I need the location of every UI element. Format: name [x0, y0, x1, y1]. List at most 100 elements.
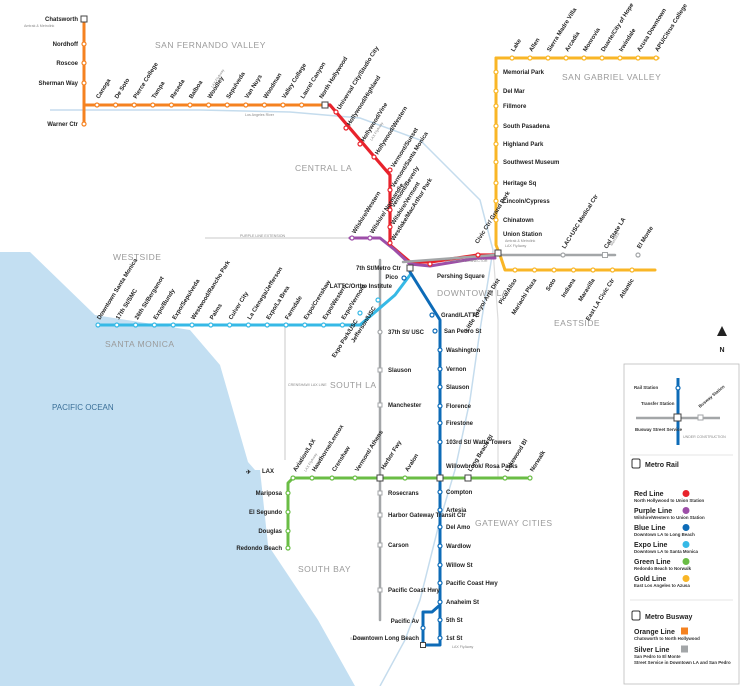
station-label-blue: Willowbrook/ Rosa Parks: [446, 464, 518, 470]
station-label-gold: Heritage Sq: [503, 181, 537, 187]
station-dot: [339, 322, 345, 328]
station-label-orange: Canoga: [96, 78, 113, 100]
station-label-downtown: Little Tokyo/ Arts Dist: [464, 278, 502, 333]
station-dot: [227, 322, 233, 328]
station-dot: [283, 322, 289, 328]
legend-line-desc: Downtown LA to Long Beach: [634, 532, 695, 537]
station-dot: [493, 69, 499, 75]
station-label-blue: Slauson: [446, 385, 470, 391]
ocean-label: PACIFIC OCEAN: [52, 403, 114, 412]
station-label-orange: Sherman Way: [39, 81, 79, 87]
station-dot: [94, 102, 100, 108]
station-label-silver: Rosecrans: [388, 491, 419, 497]
station-label-expo: Westwood/Rancho Park: [191, 259, 233, 321]
station-dot: [377, 329, 383, 335]
station-label-blue: Washington: [446, 348, 480, 354]
busway-station: [377, 512, 383, 518]
station-label-gold: Duarte/City of Hope: [601, 2, 636, 53]
busway-station: [602, 252, 608, 258]
region-label: GATEWAY CITIES: [475, 518, 553, 528]
station-dot: [531, 267, 538, 273]
station-dot: [285, 509, 291, 515]
station-dot: [437, 635, 443, 641]
legend-line-name: Blue Line: [634, 525, 666, 532]
station-label-silver: Pacific Coast Hwy: [388, 588, 440, 594]
station-label-downtown: Pico: [385, 275, 398, 281]
station-dot: [437, 439, 443, 445]
station-dot: [590, 267, 596, 273]
bus-icon: [631, 610, 641, 621]
station-dot: [563, 55, 569, 61]
station-dot: [243, 102, 249, 108]
station-label-expo: La Cienega/Jefferson: [247, 266, 284, 321]
station-dot: [512, 267, 518, 273]
station-dot: [245, 322, 251, 328]
station-dot: [81, 80, 87, 86]
legend-busway-square: [697, 414, 704, 421]
construction-label: CRENSHAW/ LAX LINE: [288, 383, 327, 387]
station-dot: [187, 102, 193, 108]
station-dot: [437, 599, 443, 605]
legend-line-name: Expo Line: [634, 542, 668, 549]
station-dot: [429, 312, 435, 318]
extension-label: PURPLE LINE EXTENSION: [240, 234, 286, 238]
station-label-blue: Pacific Coast Hwy: [446, 581, 498, 587]
legend-line-name: Green Line: [634, 559, 671, 566]
legend-line-desc: Chatsworth to North Hollywood: [634, 636, 700, 641]
station-label-gold: Arcadia: [565, 31, 582, 53]
station-label-orange: Balboa: [189, 79, 205, 100]
station-label-silver: Slauson: [388, 368, 412, 374]
north-label: N: [719, 347, 724, 354]
legend-line-swatch: [682, 541, 690, 548]
station-dot: [437, 366, 443, 372]
plane-icon: ✈: [246, 469, 251, 476]
station-label-orange: Sepulveda: [226, 71, 247, 100]
station-dot: [437, 489, 443, 495]
station-label-orange: Warner Ctr: [47, 122, 78, 128]
connector-label: REGIONAL CONNECTOR: [445, 259, 488, 263]
legend-section-title: Metro Rail: [645, 462, 679, 469]
legend-busway-swatch: [681, 627, 688, 635]
busway-station: [377, 542, 383, 548]
station-dot: [290, 475, 296, 481]
legend-line-name: Gold Line: [634, 576, 666, 583]
region-label: DOWNTOWN LA: [437, 288, 508, 298]
station-label-silver: Carson: [388, 543, 409, 549]
station-label-downtown: Grand/LATTC: [441, 313, 480, 319]
legend-line-swatch: [682, 507, 690, 514]
station-label-gold: Monrovia: [583, 27, 603, 53]
station-label-blue: Willow St: [446, 563, 473, 569]
area-label: San Pedro: [350, 637, 367, 641]
station-label-downtown: 7th St/Metro Ctr: [356, 266, 402, 272]
station-label-blue: 103rd St/ Watts Towers: [446, 440, 512, 446]
station-dot: [170, 322, 176, 328]
station-label-gold: APU/Citrus College: [655, 3, 690, 53]
region-label: CENTRAL LA: [295, 163, 352, 173]
station-dot: [329, 475, 335, 481]
legend-line-swatch: [682, 490, 690, 497]
transfer-square: [80, 15, 88, 23]
station-label-gold: Irwindale: [619, 27, 638, 53]
station-label-blue: Artesia: [446, 508, 467, 514]
station-label-orange: Roscoe: [56, 61, 78, 67]
station-dot: [387, 224, 393, 230]
station-dot: [112, 102, 119, 108]
station-dot: [224, 102, 230, 108]
station-dot: [367, 235, 373, 241]
station-dot: [427, 261, 433, 267]
station-dot: [81, 41, 87, 47]
station-dot: [114, 322, 120, 328]
busway-station: [377, 587, 383, 593]
station-label-gold: Fillmore: [503, 104, 527, 110]
station-label-silver: Harbor Gateway Transit Ctr: [388, 513, 466, 519]
station-dot: [437, 562, 443, 568]
legend-line-swatch: [682, 575, 690, 582]
station-dot: [208, 322, 214, 328]
station-label-green: Avalon: [405, 453, 421, 473]
station-label-blue: Downtown Long Beach: [353, 636, 420, 642]
legend-transfer-square: [673, 413, 682, 422]
station-label-green: Mariposa: [256, 491, 283, 497]
station-label-blue: Del Amo: [446, 525, 470, 531]
station-dot: [653, 55, 659, 61]
